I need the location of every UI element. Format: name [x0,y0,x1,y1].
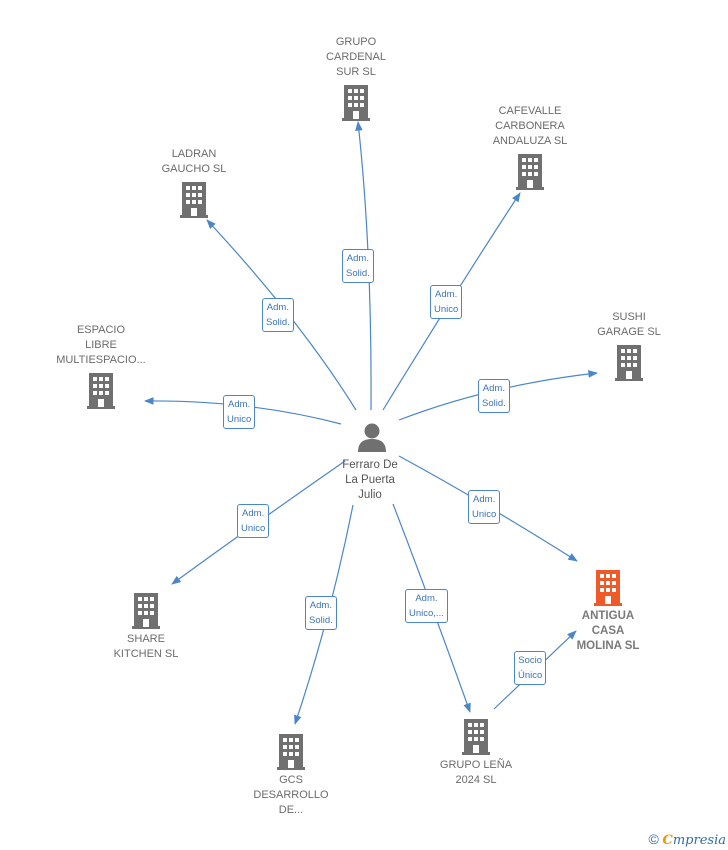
copyright-icon: © [648,831,659,847]
building-icon [179,182,209,218]
building-icon [341,85,371,121]
company-node-grupo-lena[interactable]: GRUPO LEÑA 2024 SL [401,719,551,788]
company-name: ANTIGUA CASA MOLINA SL [576,610,640,652]
company-node-gcs-desarrollo[interactable]: GCS DESARROLLO DE... [216,734,366,818]
edge-label-grupo-lena[interactable]: Adm. Unico,... [405,589,448,623]
company-name: SHARE KITCHEN SL [113,633,179,660]
center-person[interactable] [355,420,389,454]
company-node-ladran-gaucho[interactable]: LADRAN GAUCHO SL [119,147,269,218]
building-icon [461,719,491,755]
building-icon [515,154,545,190]
center-person-name: Ferraro De La Puerta Julio [342,459,398,501]
building-icon [593,570,623,606]
company-name: GCS DESARROLLO DE... [253,774,329,816]
building-icon [276,734,306,770]
footer-brand: © Cmpresia [649,831,726,848]
building-icon [131,593,161,629]
company-node-cafevalle[interactable]: CAFEVALLE CARBONERA ANDALUZA SL [455,104,605,190]
edge-label-espacio-libre[interactable]: Adm. Unico [223,395,256,429]
company-node-antigua-casa[interactable]: ANTIGUA CASA MOLINA SL [533,570,683,654]
company-node-grupo-cardenal[interactable]: GRUPO CARDENAL SUR SL [281,35,431,121]
edge-label-socio-unico[interactable]: Socio Único [514,651,547,685]
edge-label-antigua-casa[interactable]: Adm. Unico [468,490,501,524]
company-node-sushi-garage[interactable]: SUSHI GARAGE SL [554,310,704,381]
edge-label-cafevalle[interactable]: Adm. Unico [430,285,463,319]
building-icon [86,373,116,409]
company-node-espacio-libre[interactable]: ESPACIO LIBRE MULTIESPACIO... [26,323,176,409]
building-icon [614,345,644,381]
company-name: LADRAN GAUCHO SL [161,148,227,175]
edge-label-grupo-cardenal[interactable]: Adm. Solid. [342,249,374,283]
company-name: ESPACIO LIBRE MULTIESPACIO... [56,324,146,366]
person-icon [358,423,386,452]
edge-label-gcs-desarrollo[interactable]: Adm. Solid. [305,596,337,630]
edge-label-share-kitchen[interactable]: Adm. Unico [237,504,270,538]
company-name: SUSHI GARAGE SL [597,311,661,338]
company-name: GRUPO LEÑA 2024 SL [439,759,513,786]
brand-logo: Cmpresia [662,833,727,848]
edge-label-sushi-garage[interactable]: Adm. Solid. [478,379,510,413]
company-name: CAFEVALLE CARBONERA ANDALUZA SL [492,105,568,147]
company-name: GRUPO CARDENAL SUR SL [326,36,386,78]
company-node-share-kitchen[interactable]: SHARE KITCHEN SL [71,593,221,662]
edge-label-ladran-gaucho[interactable]: Adm. Solid. [262,298,294,332]
